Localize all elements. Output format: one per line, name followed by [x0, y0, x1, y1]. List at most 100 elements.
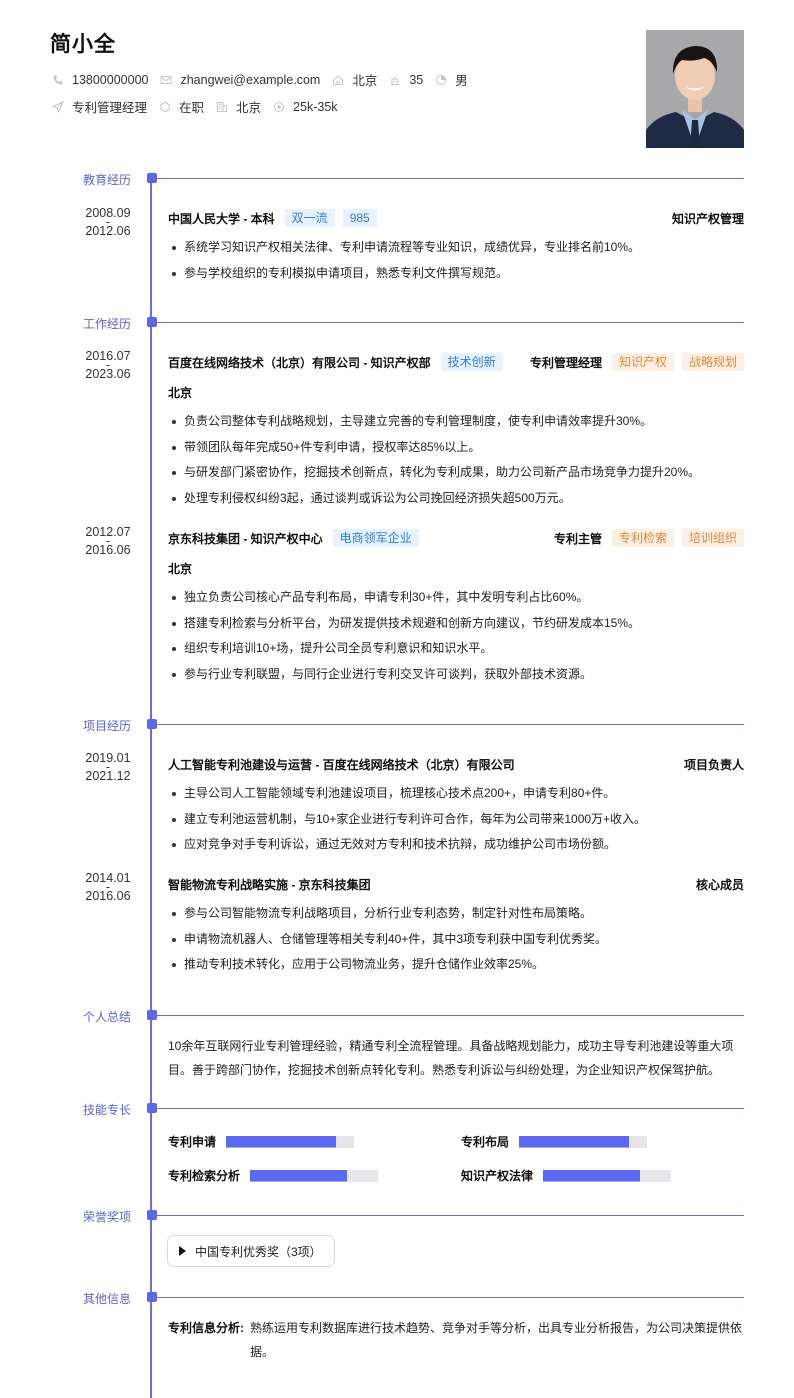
- skill-bar-fill: [226, 1135, 337, 1148]
- gender-item: 男: [435, 70, 468, 89]
- list-item: 处理专利侵权纠纷3起，通过谈判或诉讼为公司挽回经济损失超500万元。: [168, 486, 748, 512]
- list-item: 参与公司智能物流专利战略项目，分析行业专利态势，制定针对性布局策略。: [168, 901, 748, 927]
- skill-name: 知识产权法律: [461, 1169, 534, 1183]
- email-value: zhangwei@example.com: [180, 72, 321, 87]
- section-title: 个人总结: [83, 1010, 132, 1024]
- position-item: 专利管理经理: [52, 97, 147, 116]
- section-other: 其他信息: [0, 1292, 794, 1311]
- work-company: 京东科技集团 - 知识产权中心 电商领军企业: [168, 529, 419, 547]
- section-divider: [152, 1297, 744, 1298]
- list-item: 应对竞争对手专利诉讼，通过无效对方专利和技术抗辩，成功维护公司市场份额。: [168, 832, 748, 858]
- section-work: 工作经历: [0, 317, 794, 336]
- tag-badge: 985: [342, 209, 377, 227]
- work-bullets: 负责公司整体专利战略规划，主导建立完善的专利管理制度，使专利申请效率提升30%。…: [168, 409, 748, 511]
- skill-bar-fill: [519, 1135, 630, 1148]
- section-title: 教育经历: [83, 173, 132, 187]
- phone-icon: [52, 74, 64, 86]
- section-projects: 项目经历: [0, 719, 794, 738]
- section-title: 技能专长: [83, 1103, 132, 1117]
- skill-item: 专利检索分析: [168, 1167, 379, 1184]
- section-divider: [152, 1015, 744, 1016]
- edu-date: 2008.09-2012.06: [85, 206, 131, 238]
- work-date: 2012.07-2016.06: [85, 525, 131, 557]
- work-city-item: 北京: [216, 97, 261, 116]
- skill-bar: [519, 1135, 648, 1148]
- list-item: 带领团队每年完成50+件专利申请，授权率达85%以上。: [168, 435, 748, 461]
- salary-icon: [273, 101, 285, 113]
- project-bullets: 主导公司人工智能领域专利池建设项目，梳理核心技术点200+，申请专利80+件。 …: [168, 781, 748, 858]
- project-role: 核心成员: [695, 878, 744, 892]
- honor-toggle-button[interactable]: 中国专利优秀奖（3项）: [167, 1235, 335, 1267]
- work-city: 北京: [168, 562, 193, 576]
- project-title: 人工智能专利池建设与运营 - 百度在线网络技术（北京）有限公司: [168, 758, 515, 772]
- gender-icon: [435, 74, 447, 86]
- section-education: 教育经历: [0, 173, 794, 192]
- work-city: 北京: [168, 386, 193, 400]
- skill-name: 专利检索分析: [168, 1169, 241, 1183]
- skill-bar-fill: [543, 1169, 641, 1182]
- work-bullets: 独立负责公司核心产品专利布局，申请专利30+件，其中发明专利占比60%。 搭建专…: [168, 585, 748, 687]
- salary-item: 25k-35k: [273, 99, 338, 114]
- profile-photo: [646, 30, 744, 148]
- expand-triangle-icon: [179, 1246, 186, 1256]
- section-divider: [152, 724, 744, 725]
- age-icon: [389, 74, 401, 86]
- project-bullets: 参与公司智能物流专利战略项目，分析行业专利态势，制定针对性布局策略。 申请物流机…: [168, 901, 748, 978]
- skill-bar: [250, 1169, 379, 1182]
- section-summary: 个人总结: [0, 1010, 794, 1029]
- list-item: 推动专利技术转化，应用于公司物流业务，提升仓储作业效率25%。: [168, 952, 748, 978]
- skill-bar-fill: [250, 1169, 348, 1182]
- section-title: 项目经历: [83, 719, 132, 733]
- age-value: 35: [409, 72, 424, 87]
- section-divider: [152, 1108, 744, 1109]
- age-item: 35: [389, 73, 423, 87]
- section-divider: [152, 1215, 744, 1216]
- section-honors: 荣誉奖项: [0, 1210, 794, 1229]
- project-date: 2014.01-2016.06: [85, 871, 131, 903]
- project-date: 2019.01-2021.12: [85, 751, 131, 783]
- list-item: 主导公司人工智能领域专利池建设项目，梳理核心技术点200+，申请专利80+件。: [168, 781, 748, 807]
- edu-major: 知识产权管理: [671, 212, 744, 226]
- position-value: 专利管理经理: [72, 101, 148, 115]
- location-item: 北京: [332, 70, 377, 89]
- list-item: 搭建专利检索与分析平台，为研发提供技术规避和创新方向建议，节约研发成本15%。: [168, 611, 748, 637]
- edu-bullets: 系统学习知识产权相关法律、专利申请流程等专业知识，成绩优异，专业排名前10%。 …: [168, 235, 748, 286]
- timeline-line: [150, 178, 152, 1398]
- tag-badge: 培训组织: [681, 529, 744, 547]
- building-icon: [216, 101, 228, 113]
- skill-bar: [543, 1169, 672, 1182]
- tag-badge: 双一流: [284, 209, 335, 227]
- summary-text: 10余年互联网行业专利管理经验，精通专利全流程管理。具备战略规划能力，成功主导专…: [168, 1039, 734, 1077]
- skill-item: 专利申请: [168, 1133, 355, 1150]
- honor-label: 中国专利优秀奖（3项）: [195, 1244, 322, 1259]
- section-skills: 技能专长: [0, 1103, 794, 1122]
- salary-value: 25k-35k: [293, 99, 338, 114]
- section-title: 工作经历: [83, 317, 132, 331]
- work-date: 2016.07-2023.06: [85, 349, 131, 381]
- list-item: 负责公司整体专利战略规划，主导建立完善的专利管理制度，使专利申请效率提升30%。: [168, 409, 748, 435]
- work-company: 百度在线网络技术（北京）有限公司 - 知识产权部 技术创新: [168, 353, 503, 371]
- list-item: 参与学校组织的专利模拟申请项目，熟悉专利文件撰写规范。: [168, 261, 748, 287]
- email-item: zhangwei@example.com: [160, 73, 320, 87]
- tag-badge: 专利检索: [611, 529, 674, 547]
- project-title: 智能物流专利战略实施 - 京东科技集团: [168, 878, 371, 892]
- section-divider: [152, 322, 744, 323]
- skill-item: 专利布局: [461, 1133, 648, 1150]
- section-title: 其他信息: [83, 1292, 132, 1306]
- phone-item: 13800000000: [52, 73, 148, 87]
- list-item: 组织专利培训10+场，提升公司全员专利意识和知识水平。: [168, 636, 748, 662]
- other-info-item: 专利信息分析: 熟练运用专利数据库进行技术趋势、竞争对手等分析，出具专业分析报告…: [168, 1316, 748, 1364]
- status-item: 在职: [159, 97, 204, 116]
- tag-badge: 战略规划: [681, 353, 744, 371]
- list-item: 系统学习知识产权相关法律、专利申请流程等专业知识，成绩优异，专业排名前10%。: [168, 235, 748, 261]
- section-divider: [152, 178, 744, 179]
- list-item: 申请物流机器人、仓储管理等相关专利40+件，其中3项专利获中国专利优秀奖。: [168, 927, 748, 953]
- skill-item: 知识产权法律: [461, 1167, 672, 1184]
- mail-icon: [160, 74, 172, 86]
- list-item: 参与行业专利联盟，与同行企业进行专利交叉许可谈判，获取外部技术资源。: [168, 662, 748, 688]
- list-item: 与研发部门紧密协作，挖掘技术创新点，转化为专利成果，助力公司新产品市场竞争力提升…: [168, 460, 748, 486]
- other-info-key: 专利信息分析:: [168, 1321, 244, 1335]
- list-item: 独立负责公司核心产品专利布局，申请专利30+件，其中发明专利占比60%。: [168, 585, 748, 611]
- status-value: 在职: [179, 101, 205, 115]
- location-value: 北京: [352, 74, 378, 88]
